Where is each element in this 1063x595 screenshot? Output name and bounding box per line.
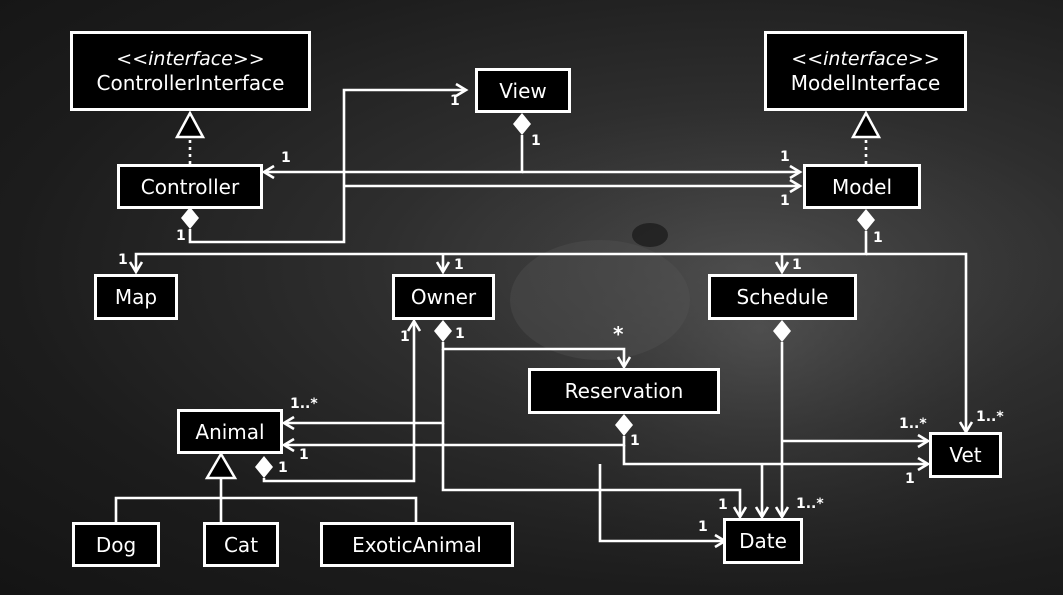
dog-name: Dog — [95, 532, 137, 557]
multiplicity-label: 1..* — [899, 416, 927, 432]
multiplicity-label: 1 — [450, 93, 460, 109]
exotic-animal-name: ExoticAnimal — [352, 532, 482, 557]
animal-class: Animal — [177, 409, 283, 454]
multiplicity-label: 1 — [780, 149, 790, 165]
multiplicity-label: 1..* — [976, 409, 1004, 425]
schedule-name: Schedule — [736, 285, 829, 309]
multiplicity-label: 1 — [630, 433, 640, 449]
cat-name: Cat — [223, 532, 259, 557]
controller-interface-class: <<interface>> ControllerInterface — [70, 31, 311, 111]
multiplicity-label: 1 — [455, 326, 465, 342]
schedule-class: Schedule — [708, 274, 857, 320]
multiplicity-label: 1 — [118, 252, 128, 268]
model-interface-name: ModelInterface — [790, 71, 941, 95]
multiplicity-label: 1 — [905, 471, 915, 487]
reservation-name: Reservation — [564, 379, 684, 403]
owner-name: Owner — [410, 285, 477, 309]
map-name: Map — [114, 285, 158, 309]
controller-name: Controller — [140, 174, 240, 199]
multiplicity-label: 1 — [718, 497, 728, 513]
map-class: Map — [94, 274, 178, 320]
model-interface-class: <<interface>> ModelInterface — [764, 31, 967, 111]
multiplicity-label: * — [613, 322, 624, 346]
vet-name: Vet — [949, 443, 982, 467]
multiplicity-label: 1 — [873, 230, 883, 246]
controller-class: Controller — [117, 164, 263, 209]
view-class: View — [475, 68, 571, 113]
multiplicity-label: 1 — [792, 257, 802, 273]
controller-interface-name: ControllerInterface — [96, 71, 285, 95]
controller-interface-stereotype: <<interface>> — [116, 48, 265, 70]
exotic-animal-class: ExoticAnimal — [320, 522, 514, 567]
multiplicity-label: 1 — [454, 257, 464, 273]
animal-name: Animal — [195, 419, 265, 444]
multiplicity-label: 1 — [400, 329, 410, 345]
multiplicity-label: 1 — [278, 460, 288, 476]
vet-class: Vet — [929, 432, 1002, 478]
date-name: Date — [739, 529, 787, 553]
multiplicity-label: 1..* — [290, 396, 318, 412]
model-interface-stereotype: <<interface>> — [791, 48, 940, 70]
date-class: Date — [723, 518, 803, 564]
dog-class: Dog — [72, 522, 160, 567]
view-name: View — [499, 78, 547, 103]
multiplicity-label: 1 — [531, 133, 541, 149]
model-name: Model — [831, 174, 893, 199]
model-class: Model — [803, 164, 921, 209]
cat-class: Cat — [203, 522, 279, 567]
multiplicity-label: 1 — [281, 150, 291, 166]
reservation-class: Reservation — [528, 368, 720, 414]
owner-class: Owner — [392, 274, 495, 320]
multiplicity-label: 1 — [176, 228, 186, 244]
multiplicity-label: 1 — [780, 193, 790, 209]
multiplicity-label: 1..* — [796, 496, 824, 512]
multiplicity-label: 1 — [698, 519, 708, 535]
multiplicity-label: 1 — [299, 447, 309, 463]
